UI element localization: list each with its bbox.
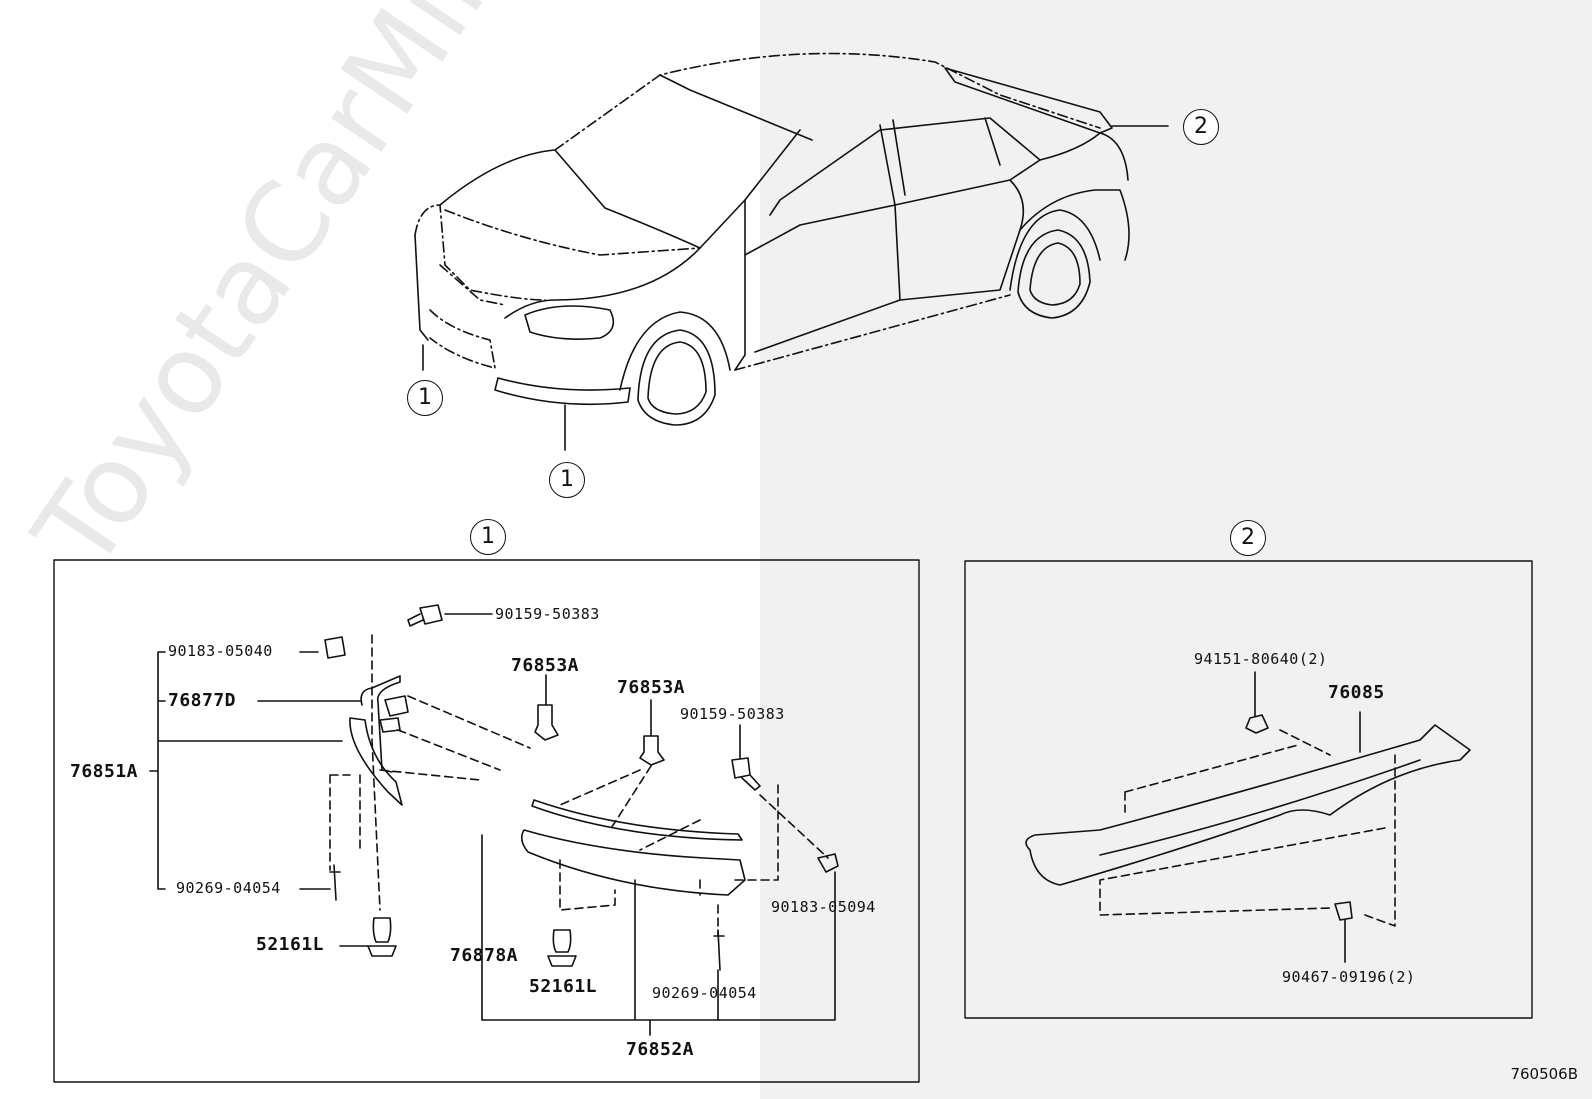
car-windshield (554, 129, 801, 249)
clip-52161L-a (367, 917, 397, 957)
pin-90269-04054-b (713, 929, 725, 971)
part-90467-09196: 90467-09196(2) (1282, 968, 1416, 986)
callout-1-left: 1 (407, 380, 443, 416)
panel-2-parts (1025, 671, 1471, 963)
car-roof-line (659, 74, 813, 141)
screw-90159-50383-b (731, 757, 761, 791)
car-rear-door (894, 179, 1025, 301)
pin-90269-04054-a (329, 864, 341, 901)
car-rear-wheel (1017, 229, 1091, 319)
car-front-lip (494, 377, 631, 406)
car-hood-2 (444, 209, 701, 256)
part-76853A-b: 76853A (617, 677, 686, 698)
panel-2-frame (964, 560, 1533, 1019)
part-90183-05094: 90183-05094 (771, 898, 876, 916)
lower-bumper-mould (531, 799, 743, 841)
callout-1-front: 1 (549, 462, 585, 498)
bracket-76851A (149, 651, 343, 890)
car-headlight (524, 305, 615, 340)
left-bracket-mould (360, 675, 401, 773)
car-front-wheel-inner (647, 341, 707, 415)
panel-1-heading: 1 (470, 519, 506, 555)
part-52161L-b: 52161L (529, 976, 598, 997)
bracket-76852A (481, 834, 721, 1036)
part-76877D: 76877D (168, 690, 237, 711)
car-rocker (734, 294, 1011, 371)
part-76853A-a: 76853A (511, 655, 580, 676)
scan-shade (760, 0, 1592, 1099)
clip-52161L-b (547, 929, 577, 967)
car-trunk (1039, 132, 1129, 181)
car-rear-spoiler (944, 67, 1113, 134)
part-94151-80640: 94151-80640(2) (1194, 650, 1328, 668)
panel-1-parts (149, 604, 839, 1036)
lower-dashed-guides (559, 765, 829, 936)
part-76085: 76085 (1328, 682, 1385, 703)
car-grille (439, 264, 506, 306)
part-90159-50383-a: 90159-50383 (495, 605, 600, 623)
left-bracket-part (349, 717, 403, 806)
car-front-bumper-fog (429, 309, 496, 369)
clip-76853A-a (534, 704, 559, 741)
nut-94151-80640 (1245, 714, 1269, 734)
part-52161L-a: 52161L (256, 934, 325, 955)
lower-bumper-lip (520, 829, 746, 896)
car-front-wheel (637, 329, 716, 426)
leader-90183-05094 (719, 871, 836, 1021)
diagram-code: 760506B (1510, 1065, 1578, 1083)
car-front-fender (504, 247, 701, 319)
part-76878A: 76878A (450, 945, 519, 966)
spoiler-76085-edge (1099, 759, 1421, 856)
car-rear-quarter (1019, 189, 1130, 261)
clip-76853A-b (639, 735, 665, 766)
car-rear-wheelarch (1009, 209, 1101, 291)
left-bracket-clips (379, 695, 409, 733)
spoiler-76085 (1025, 724, 1471, 886)
car-side-body (734, 199, 746, 371)
part-90269-04054-b: 90269-04054 (652, 984, 757, 1002)
car-front-wheelarch (619, 311, 731, 391)
car-rear-wheel-inner (1029, 242, 1081, 306)
car-roof-dashed (554, 52, 1101, 151)
part-90269-04054-a: 90269-04054 (176, 879, 281, 897)
clip-90183-05040 (324, 636, 346, 659)
clip-90467-09196 (1334, 901, 1353, 921)
part-76851A: 76851A (70, 761, 139, 782)
part-76852A: 76852A (626, 1039, 695, 1060)
car-pillars (879, 117, 1001, 206)
part-90183-05040: 90183-05040 (168, 642, 273, 660)
screw-90159-50383-a (407, 604, 443, 627)
part-90159-50383-b: 90159-50383 (680, 705, 785, 723)
car-hood (439, 149, 556, 206)
car-illustration (414, 52, 1169, 451)
spoiler-dashed-guides (1099, 729, 1396, 927)
panel-1-frame (53, 559, 920, 1083)
car-side-window (769, 117, 1041, 216)
clip-90183-05094 (817, 853, 839, 873)
car-front-door (744, 204, 901, 353)
car-front-bumper-left (414, 234, 429, 341)
callout-2-spoiler: 2 (1183, 109, 1219, 145)
panel-2-heading: 2 (1230, 520, 1266, 556)
left-dashed-guides (329, 634, 531, 911)
car-front-left (414, 204, 546, 301)
